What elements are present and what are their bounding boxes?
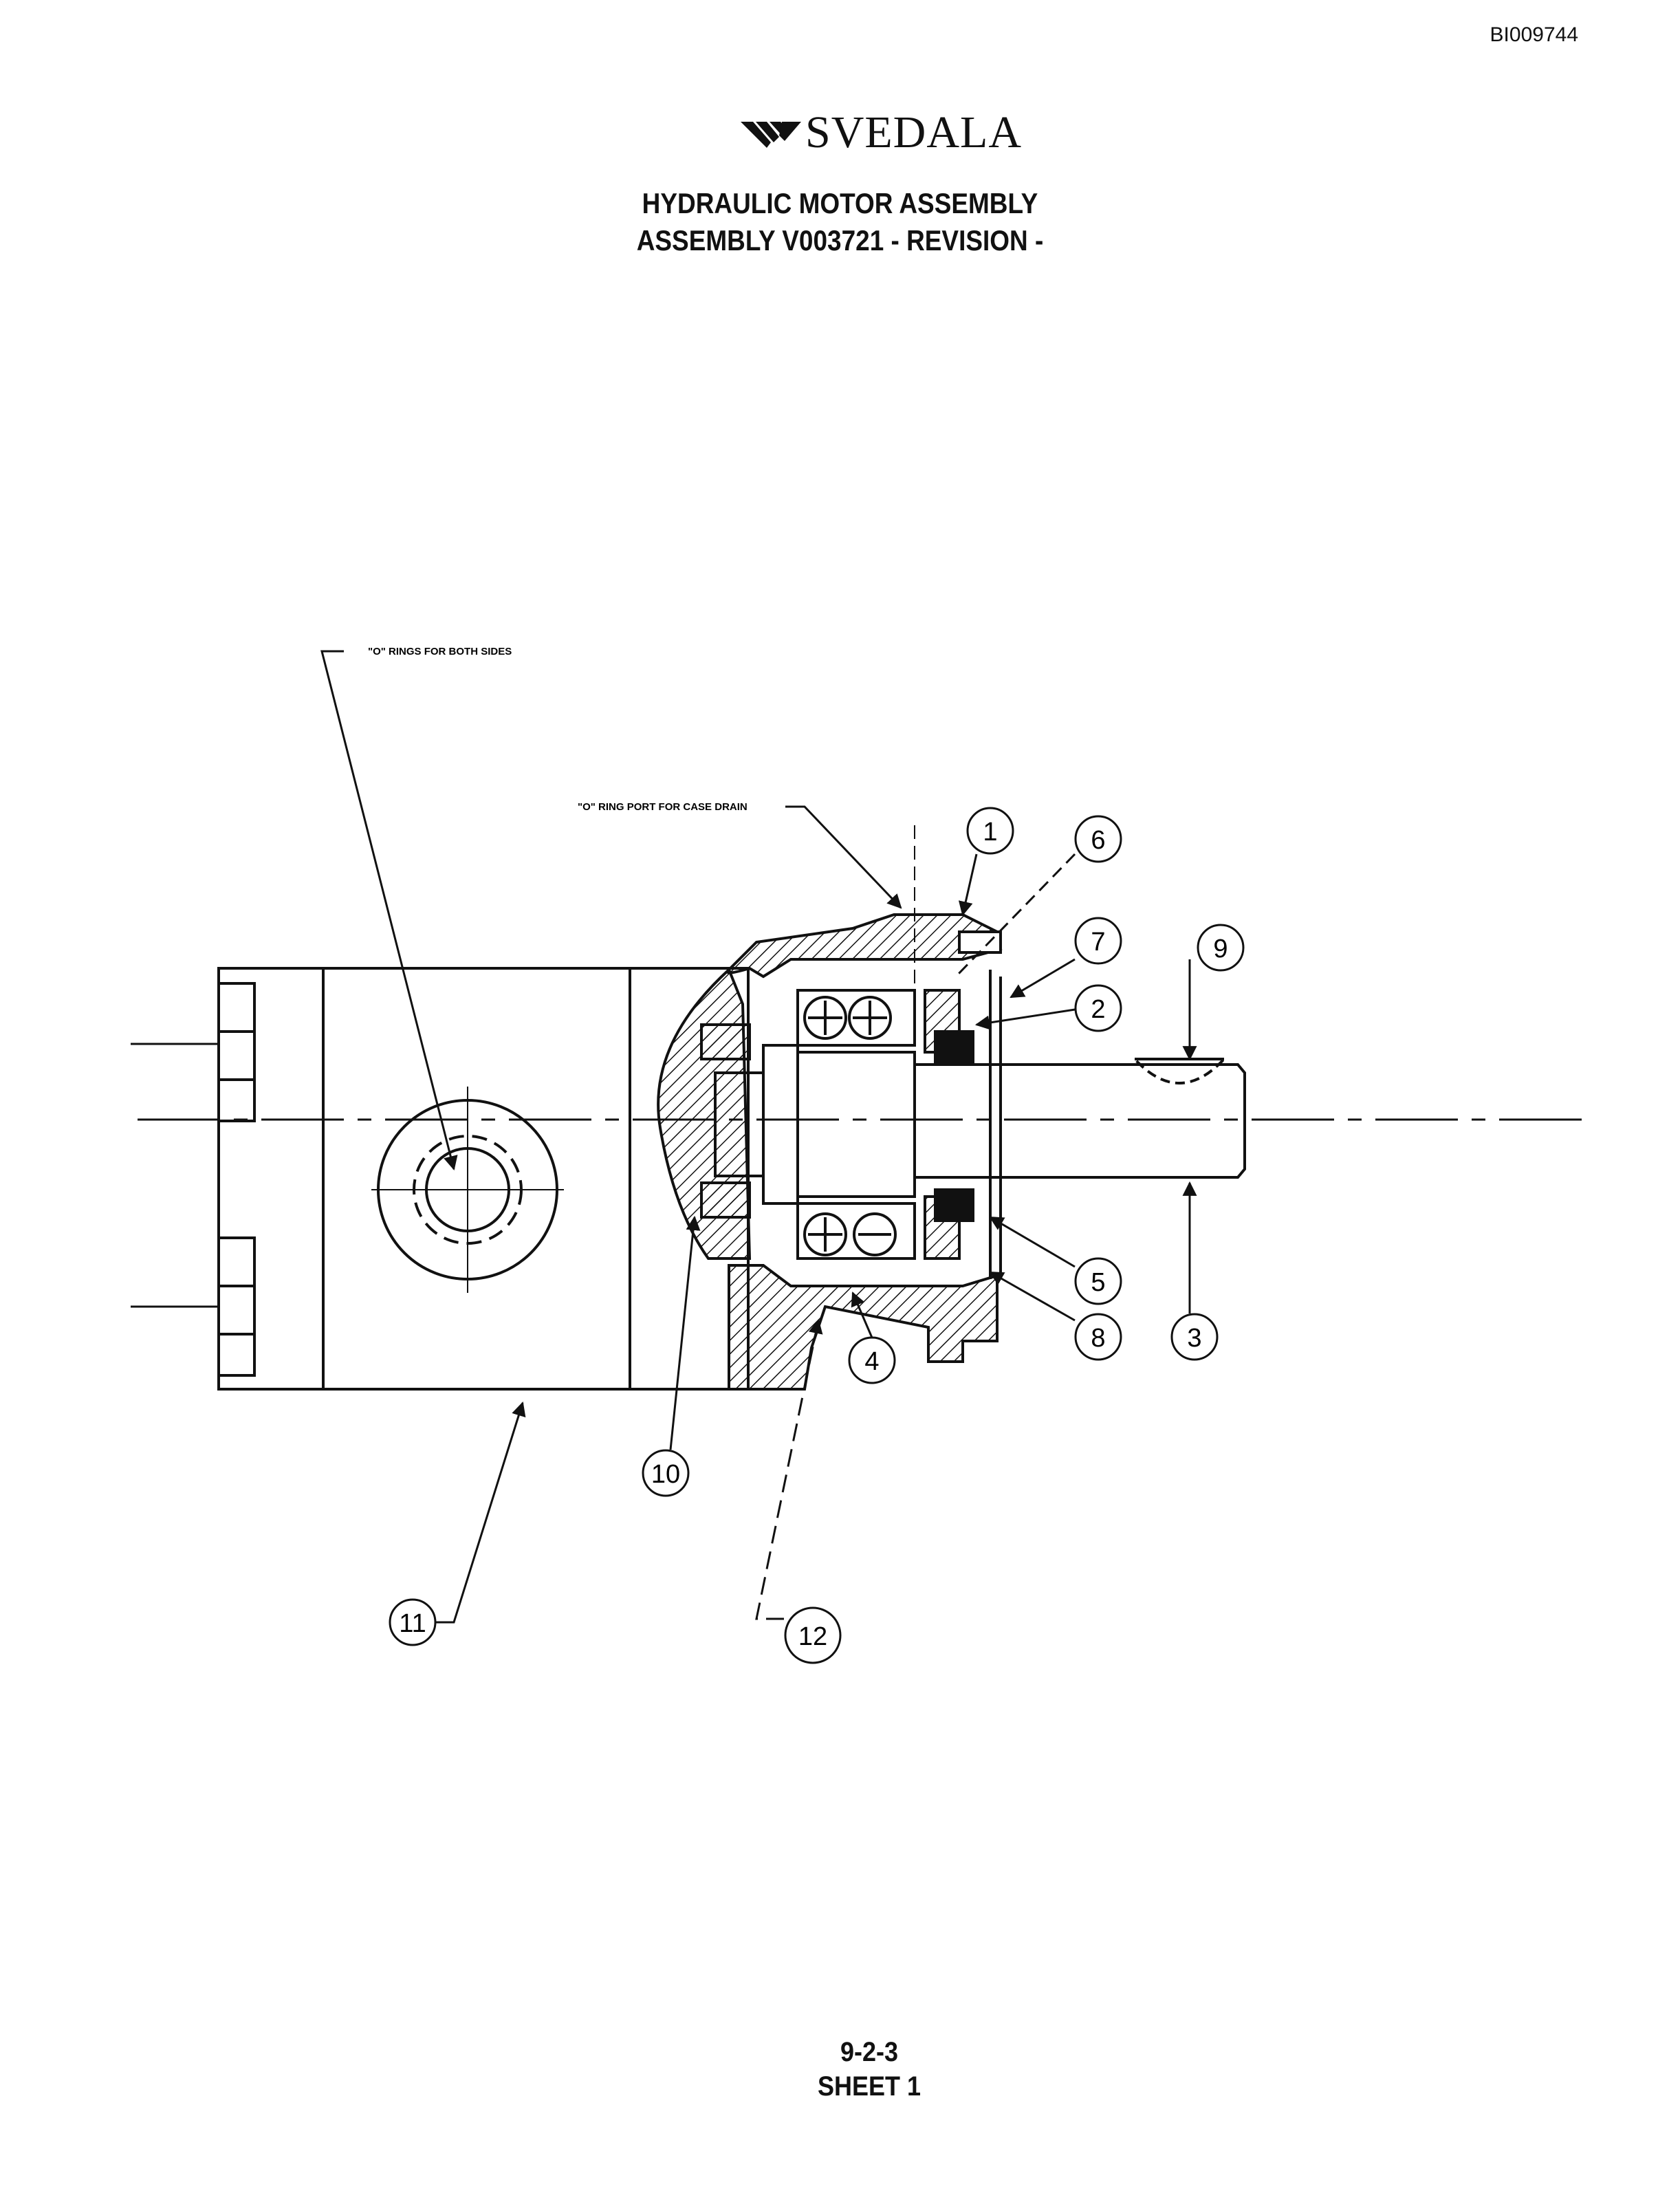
motor-body	[217, 967, 750, 1391]
svg-text:12: 12	[798, 1622, 827, 1651]
svg-text:9: 9	[1213, 935, 1228, 963]
callout-4: 4	[848, 1336, 896, 1384]
svg-text:6: 6	[1091, 826, 1105, 855]
document-id: BI009744	[1490, 23, 1578, 46]
output-shaft	[915, 1058, 1246, 1179]
svg-text:3: 3	[1187, 1324, 1201, 1353]
drawing-title: HYDRAULIC MOTOR ASSEMBLY	[642, 187, 1038, 219]
brand-name: SVEDALA	[805, 107, 1022, 157]
o-ring-port	[371, 1087, 564, 1293]
svg-text:8: 8	[1091, 1324, 1105, 1353]
note-o-rings: "O" RINGS FOR BOTH SIDES	[368, 646, 512, 657]
callout-6: 6	[1074, 815, 1122, 863]
callout-3: 3	[1170, 1313, 1219, 1361]
callout-12: 12	[784, 1606, 842, 1664]
svg-text:4: 4	[864, 1347, 879, 1376]
svg-text:1: 1	[983, 818, 997, 847]
note-case-drain: "O" RING PORT FOR CASE DRAIN	[578, 801, 748, 813]
callout-5: 5	[1074, 1257, 1122, 1305]
callout-10: 10	[642, 1449, 690, 1497]
svg-text:7: 7	[1091, 928, 1105, 957]
callout-9: 9	[1197, 924, 1245, 972]
callout-8: 8	[1074, 1313, 1122, 1361]
callout-2: 2	[1074, 984, 1122, 1032]
leader-lines	[430, 853, 1197, 1624]
bearing-housing	[657, 825, 1003, 1391]
section-number: 9-2-3	[840, 2037, 899, 2067]
svg-text:2: 2	[1091, 995, 1105, 1024]
ball-bearings	[796, 989, 916, 1260]
callout-7: 7	[1074, 917, 1122, 965]
brand-logo: SVEDALA	[739, 107, 1022, 157]
sheet-number: SHEET 1	[817, 2071, 921, 2102]
svg-text:10: 10	[651, 1460, 680, 1489]
shaft-seals	[924, 970, 1002, 1279]
shaft-hub	[700, 1023, 916, 1219]
svedala-chevron-logo-icon	[741, 122, 801, 148]
svg-text:11: 11	[399, 1609, 426, 1638]
assembly-number: ASSEMBLY V003721 - REVISION -	[636, 224, 1044, 257]
callout-11: 11	[389, 1598, 437, 1646]
svg-text:5: 5	[1091, 1268, 1105, 1297]
callout-1: 1	[966, 807, 1014, 855]
